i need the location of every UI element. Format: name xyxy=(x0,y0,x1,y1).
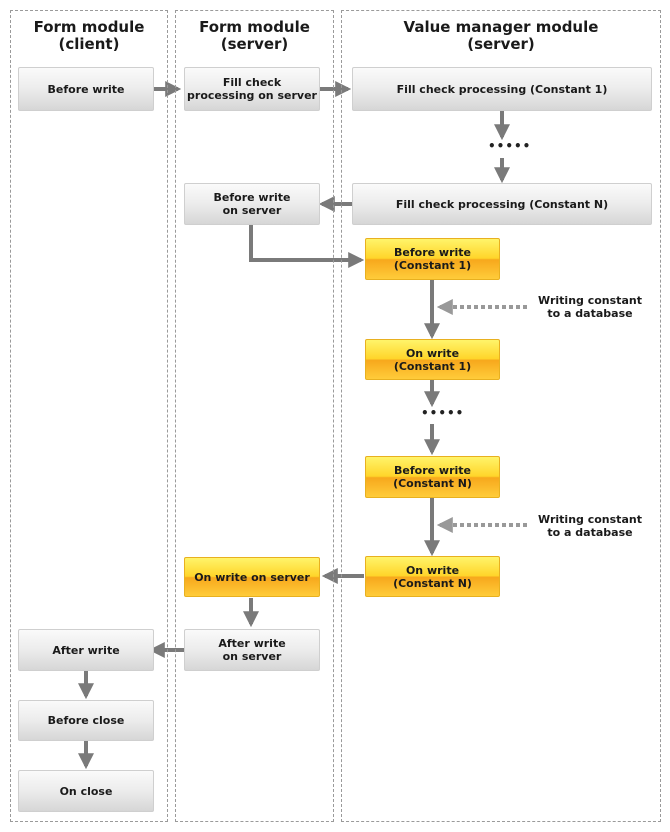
node-client-on-close: On close xyxy=(18,770,154,812)
node-vm-on-write-n: On write (Constant N) xyxy=(365,556,500,597)
node-vm-before-write-n: Before write (Constant N) xyxy=(365,456,500,498)
node-vm-fill-check-1: Fill check processing (Constant 1) xyxy=(352,67,652,111)
node-server-before-write: Before write on server xyxy=(184,183,320,225)
lane-title-client: Form module (client) xyxy=(33,18,145,53)
arrow-server-before-write-to-vm-before-write-1 xyxy=(249,225,365,268)
node-server-after-write: After write on server xyxy=(184,629,320,671)
lane-server xyxy=(175,10,334,822)
node-server-on-write: On write on server xyxy=(184,557,320,597)
ellipsis-1: ••••• xyxy=(488,139,532,153)
lane-client xyxy=(10,10,168,822)
node-vm-before-write-1: Before write (Constant 1) xyxy=(365,238,500,280)
node-vm-fill-check-n: Fill check processing (Constant N) xyxy=(352,183,652,225)
lane-title-value-manager: Value manager module (server) xyxy=(403,18,599,53)
lane-value-manager xyxy=(341,10,661,822)
node-client-before-close: Before close xyxy=(18,700,154,741)
note-writing-constant-1: Writing constant to a database xyxy=(538,294,642,320)
note-writing-constant-2: Writing constant to a database xyxy=(538,513,642,539)
node-vm-on-write-1: On write (Constant 1) xyxy=(365,339,500,380)
node-client-after-write: After write xyxy=(18,629,154,671)
lane-title-server: Form module (server) xyxy=(199,18,310,53)
node-server-fill-check: Fill check processing on server xyxy=(184,67,320,111)
ellipsis-2: ••••• xyxy=(421,406,465,420)
node-client-before-write: Before write xyxy=(18,67,154,111)
